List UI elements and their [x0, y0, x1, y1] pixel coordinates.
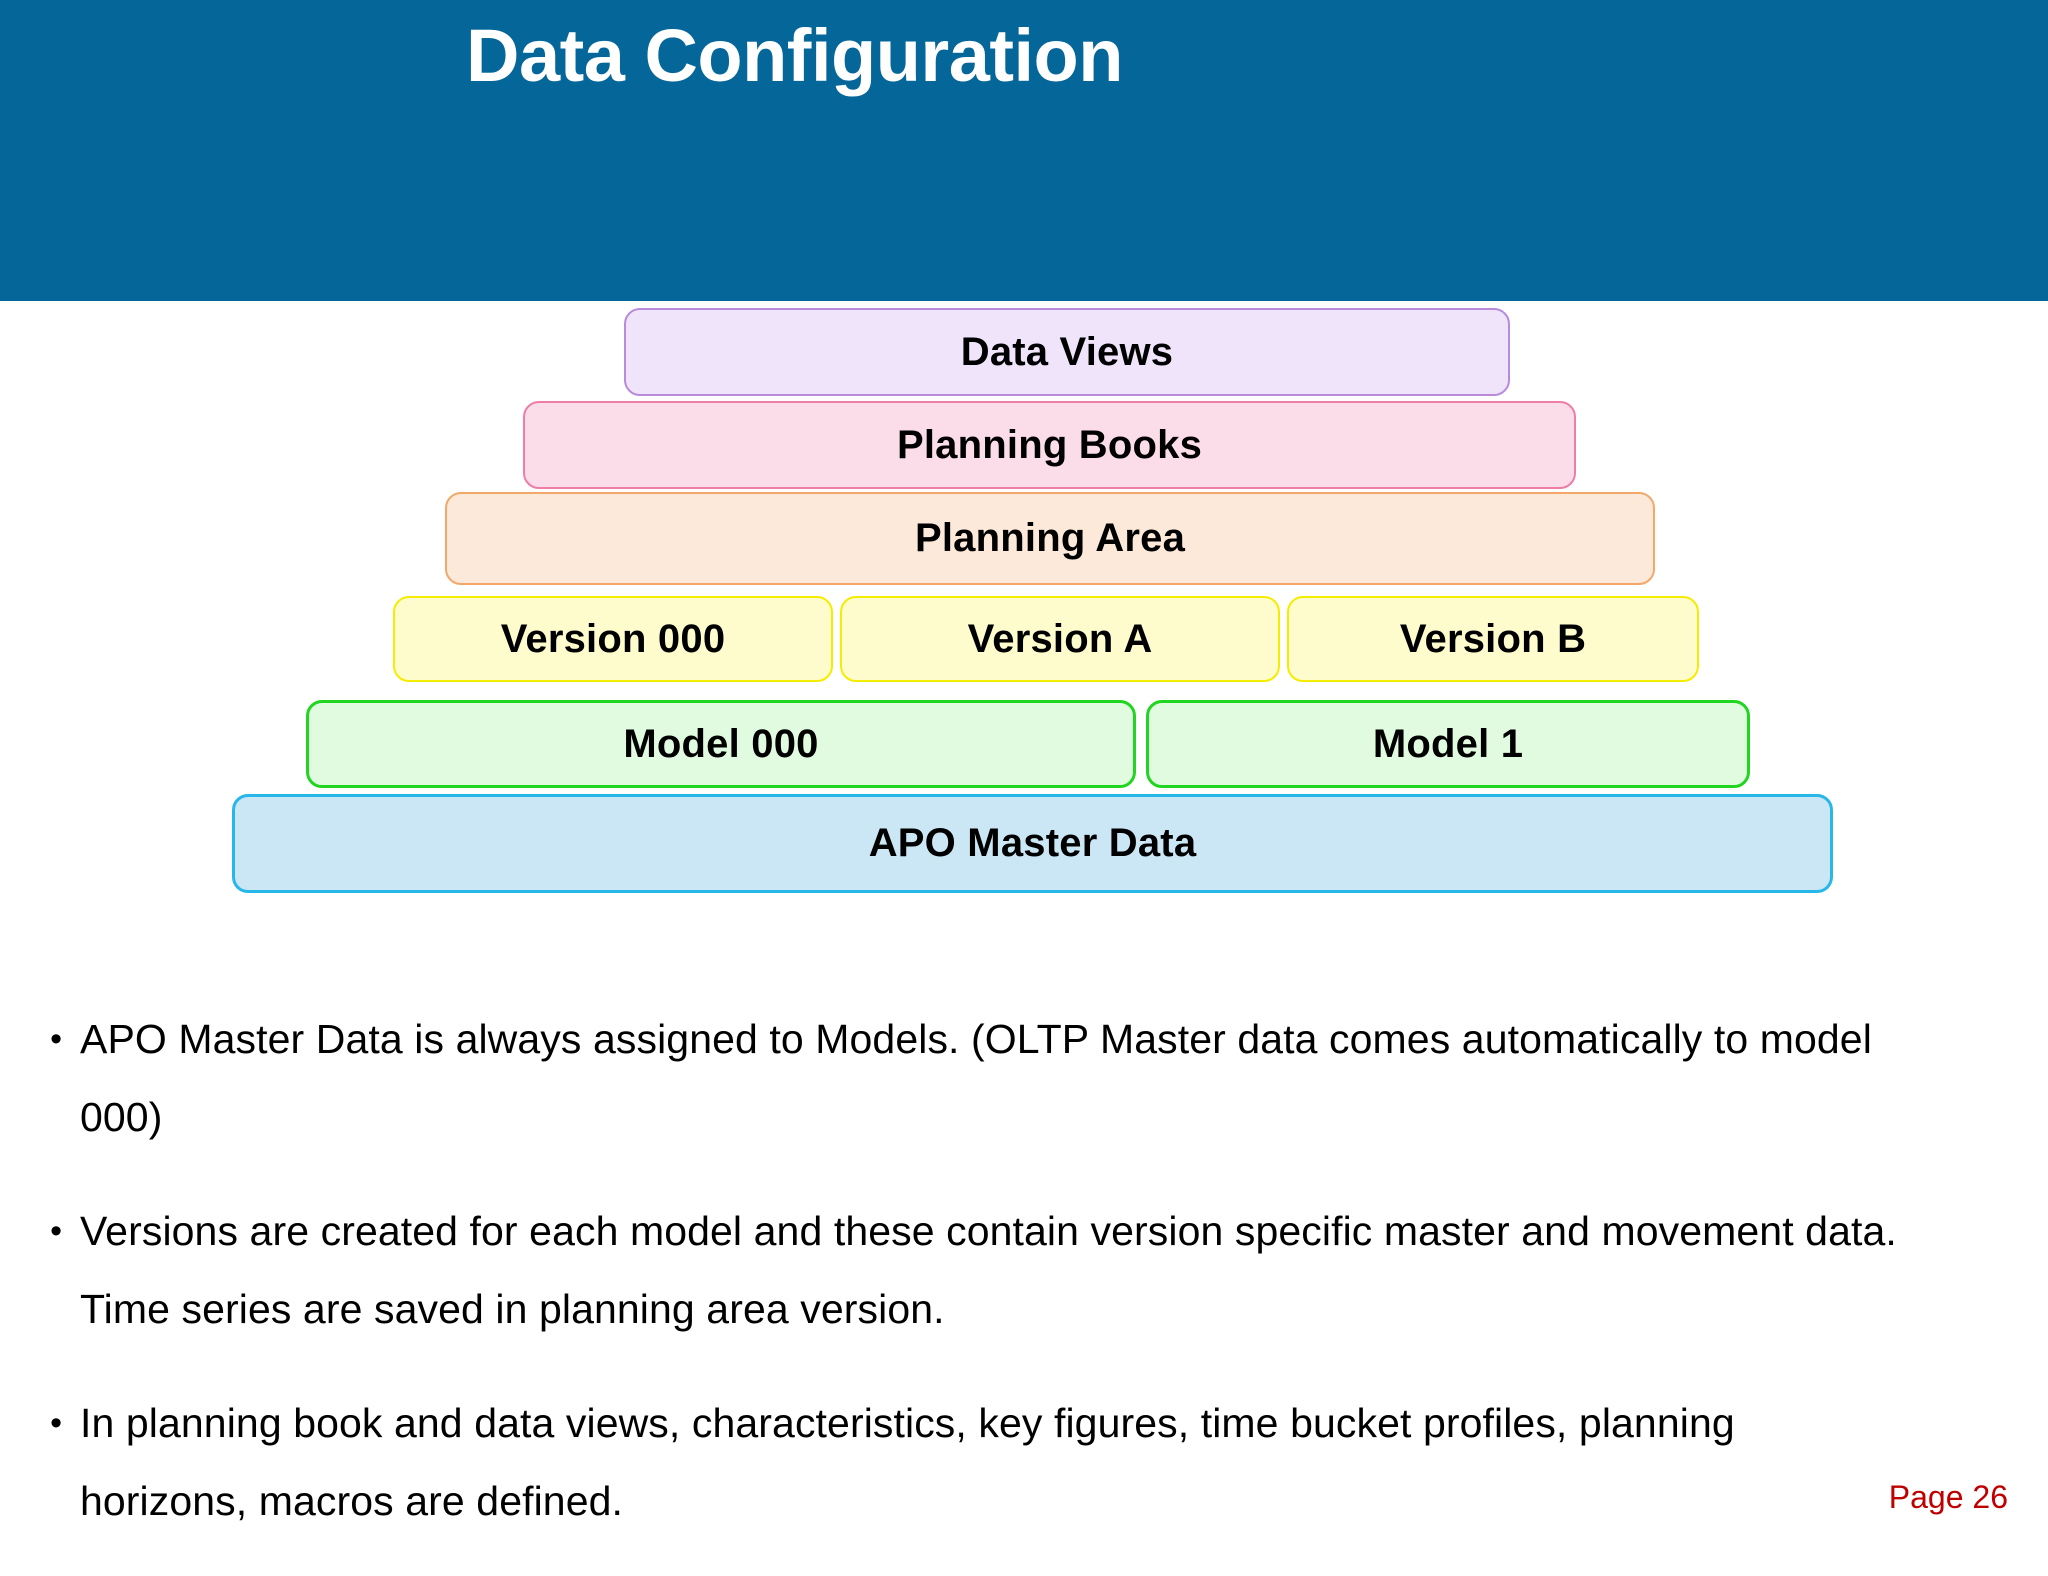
page-number-label: Page 26: [1888, 1479, 2008, 1515]
page-title: Data Configuration: [466, 14, 1123, 97]
pyramid-box-label: Data Views: [960, 329, 1174, 374]
pyramid-box-label: Model 1: [1372, 721, 1524, 766]
bullet-text: Versions are created for each model and …: [80, 1208, 1897, 1332]
bullet-list: • APO Master Data is always assigned to …: [0, 1000, 2048, 1576]
bullet-text: In planning book and data views, charact…: [80, 1400, 1735, 1524]
list-item: • APO Master Data is always assigned to …: [0, 1000, 2048, 1156]
pyramid-box-label: Version 000: [500, 616, 726, 661]
slide-header-banner: Data Configuration: [0, 0, 2048, 301]
data-configuration-pyramid: Data Views Planning Books Planning Area …: [232, 308, 1833, 893]
pyramid-box-version-b[interactable]: Version B: [1287, 596, 1699, 682]
bullet-marker-icon: •: [50, 1404, 62, 1442]
pyramid-box-label: APO Master Data: [868, 821, 1197, 865]
bullet-marker-icon: •: [50, 1020, 62, 1058]
pyramid-box-version-000[interactable]: Version 000: [393, 596, 833, 682]
bullet-text: APO Master Data is always assigned to Mo…: [80, 1016, 1872, 1140]
pyramid-box-label: Version A: [967, 616, 1153, 661]
pyramid-box-model-1[interactable]: Model 1: [1146, 700, 1750, 788]
pyramid-box-label: Planning Area: [914, 516, 1186, 560]
pyramid-box-version-a[interactable]: Version A: [840, 596, 1280, 682]
list-item: • In planning book and data views, chara…: [0, 1384, 2048, 1540]
pyramid-box-planning-area[interactable]: Planning Area: [445, 492, 1655, 585]
list-item: • Versions are created for each model an…: [0, 1192, 2048, 1348]
pyramid-box-label: Version B: [1399, 616, 1587, 661]
bullet-marker-icon: •: [50, 1212, 62, 1250]
pyramid-box-data-views[interactable]: Data Views: [624, 308, 1510, 396]
pyramid-box-planning-books[interactable]: Planning Books: [523, 401, 1576, 489]
pyramid-box-apo-master-data[interactable]: APO Master Data: [232, 794, 1833, 893]
pyramid-box-model-000[interactable]: Model 000: [306, 700, 1136, 788]
pyramid-box-label: Planning Books: [896, 422, 1203, 467]
pyramid-box-label: Model 000: [623, 721, 819, 766]
